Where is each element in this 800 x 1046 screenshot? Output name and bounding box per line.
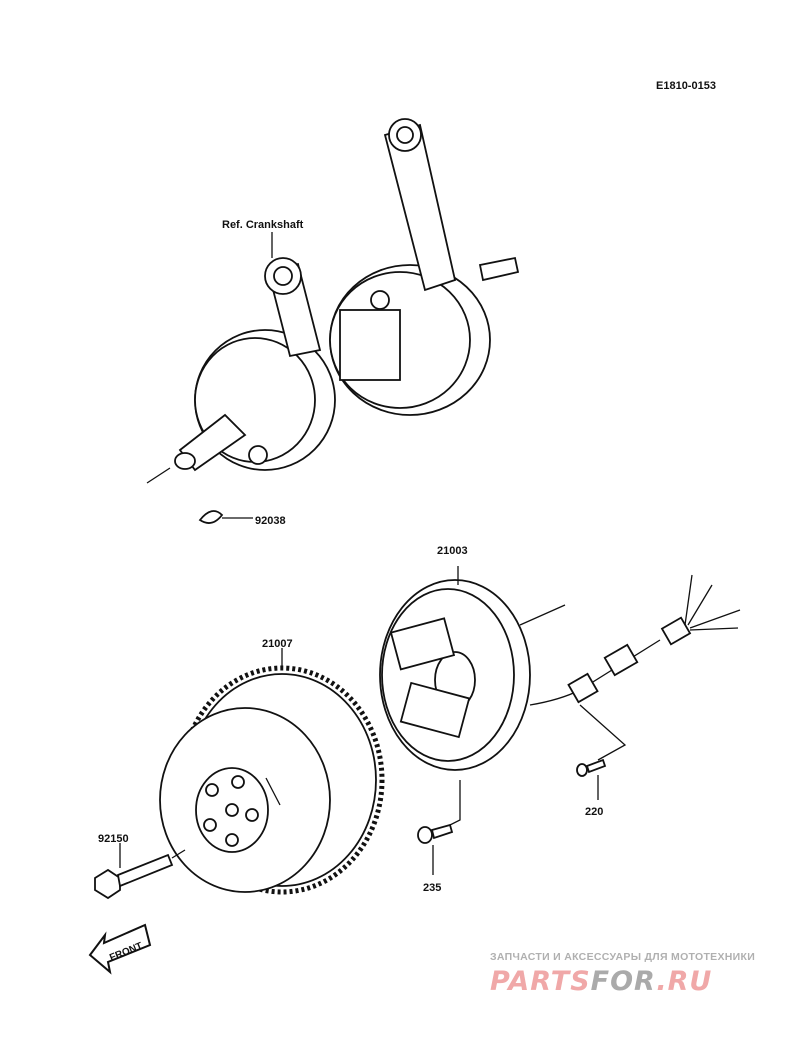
diagram-code: E1810-0153 [656, 80, 716, 92]
watermark-logo-for: FOR [590, 966, 657, 997]
label-220: 220 [585, 806, 603, 818]
watermark-logo-ru: .RU [656, 966, 713, 997]
label-21007: 21007 [262, 638, 293, 650]
label-92150: 92150 [98, 833, 129, 845]
flywheel-drawing [159, 648, 385, 895]
bolt-92150-drawing [94, 843, 186, 900]
screw-235-drawing [417, 823, 454, 875]
label-92038: 92038 [255, 515, 286, 527]
label-ref-crankshaft: Ref. Crankshaft [222, 219, 304, 231]
label-235: 235 [423, 882, 441, 894]
label-21003: 21003 [437, 545, 468, 557]
watermark-tagline: ЗАПЧАСТИ И АКСЕССУАРЫ ДЛЯ МОТОТЕХНИКИ [490, 951, 756, 963]
stator-drawing [379, 566, 741, 836]
watermark-logo: PARTSFOR.RU [490, 966, 712, 997]
front-arrow-icon: FRONT [88, 923, 152, 975]
screw-220-drawing [576, 758, 607, 800]
watermark-logo-parts: PARTS [490, 966, 591, 997]
crankshaft-drawing [146, 118, 520, 524]
